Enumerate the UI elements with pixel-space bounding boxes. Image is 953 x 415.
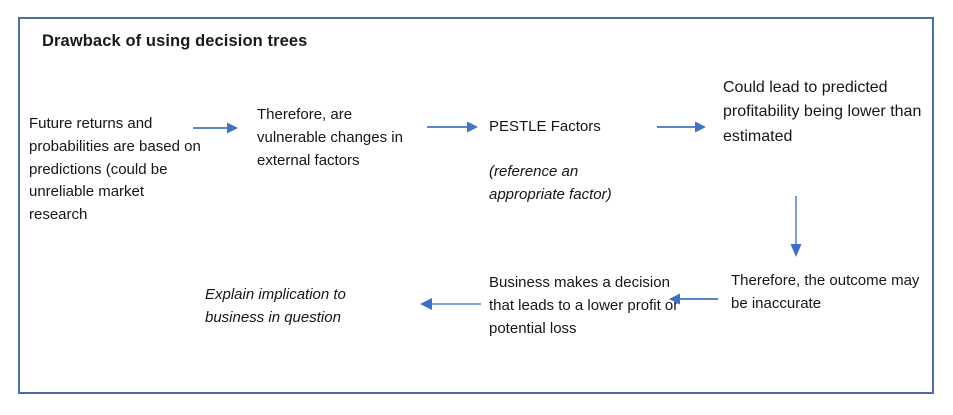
- arrow-right-predictions-to-vulnerable: [193, 120, 239, 136]
- arrow-right-vulnerable-to-pestle: [427, 119, 479, 135]
- flow-node-business-decision: Business makes a decision that leads to …: [489, 274, 679, 337]
- page-title: Drawback of using decision trees: [42, 32, 308, 50]
- flow-node-pestle-heading: PESTLE Factors: [489, 117, 601, 135]
- flow-node-predictions: Future returns and probabilities are bas…: [29, 115, 201, 224]
- flow-node-vulnerable: Therefore, are vulnerable changes in ext…: [257, 106, 403, 169]
- arrow-left-business-to-explain: [420, 296, 482, 312]
- diagram-frame: [18, 17, 934, 394]
- flow-node-explain-implication: Explain implication to business in quest…: [205, 286, 346, 326]
- arrow-down-profitability-to-outcome: [788, 196, 804, 258]
- flow-node-pestle: PESTLE Factors (reference an appropriate…: [489, 93, 654, 230]
- arrow-left-outcome-to-business: [669, 291, 719, 307]
- flow-node-pestle-note: (reference an appropriate factor): [489, 163, 612, 204]
- flow-node-outcome: Therefore, the outcome may be inaccurate: [731, 272, 920, 312]
- flow-node-profitability: Could lead to predicted profitability be…: [723, 79, 922, 145]
- arrow-right-pestle-to-profitability: [657, 119, 707, 135]
